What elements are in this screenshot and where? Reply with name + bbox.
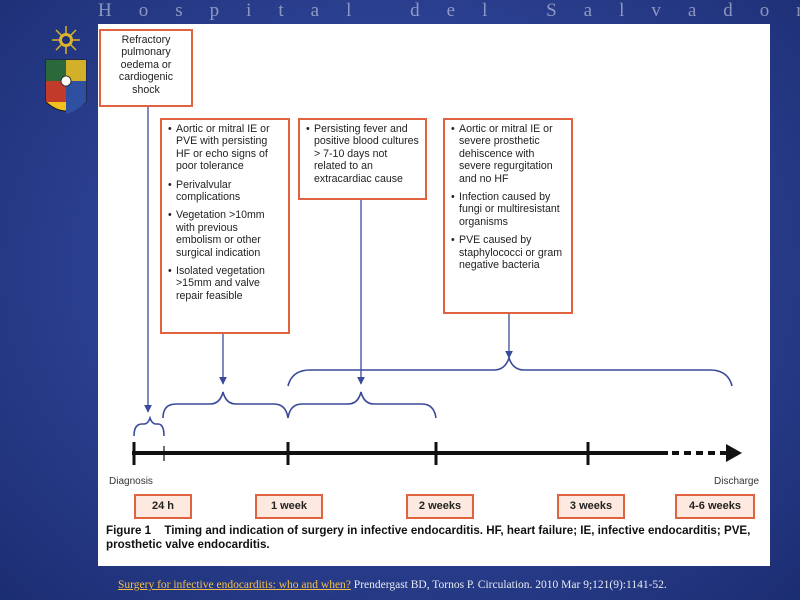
timeline-label-24h: 24 h	[134, 494, 192, 519]
hospital-header: Hospital del Salvador	[98, 0, 800, 21]
university-seal-logo	[45, 26, 87, 114]
early-indication-item: Perivalvular complications	[168, 179, 282, 204]
late-indication-item: Aortic or mitral IE or severe prosthetic…	[451, 123, 565, 185]
timeline-arrowhead	[726, 444, 742, 462]
figure-caption: Figure 1 Timing and indication of surger…	[106, 524, 766, 552]
shield-icon	[45, 59, 87, 114]
figure-panel: Refractory pulmonary oedema or cardiogen…	[98, 24, 770, 566]
timeline-label-1week: 1 week	[255, 494, 323, 519]
timeline-label-2weeks: 2 weeks	[406, 494, 474, 519]
figure-caption-label: Figure 1	[106, 524, 152, 537]
early-indication-item: Vegetation >10mm with previous embolism …	[168, 209, 282, 259]
citation-link[interactable]: Surgery for infective endocarditis: who …	[118, 579, 351, 591]
late-indications-box: Aortic or mitral IE or severe prosthetic…	[443, 118, 573, 314]
timeline-label-4-6weeks: 4-6 weeks	[675, 494, 755, 519]
brace-long	[287, 355, 733, 387]
early-indication-item: Isolated vegetation >15mm and valve repa…	[168, 265, 282, 302]
brace-24h	[133, 415, 165, 437]
early-indication-item: Aortic or mitral IE or PVE with persisti…	[168, 123, 282, 173]
fever-indication-item: Persisting fever and positive blood cult…	[306, 123, 419, 185]
star-emblem-icon	[52, 26, 80, 54]
refractory-oedema-box: Refractory pulmonary oedema or cardiogen…	[99, 29, 193, 107]
brace-week1	[162, 391, 289, 419]
brace-week2	[287, 391, 437, 419]
axis-end-label: Discharge	[714, 476, 760, 487]
timeline-label-3weeks: 3 weeks	[557, 494, 625, 519]
figure-caption-text: Timing and indication of surgery in infe…	[106, 524, 751, 551]
late-indication-item: Infection caused by fungi or multiresist…	[451, 191, 565, 228]
late-indication-item: PVE caused by staphylococci or gram nega…	[451, 234, 565, 271]
citation: Surgery for infective endocarditis: who …	[118, 579, 798, 591]
axis-start-label: Diagnosis	[109, 476, 153, 487]
citation-reference: Prendergast BD, Tornos P. Circulation. 2…	[350, 579, 667, 591]
refractory-oedema-text: Refractory pulmonary oedema or cardiogen…	[118, 34, 174, 96]
early-indications-box: Aortic or mitral IE or PVE with persisti…	[160, 118, 290, 334]
timeline-diagram	[132, 106, 742, 465]
persisting-fever-box: Persisting fever and positive blood cult…	[298, 118, 427, 200]
